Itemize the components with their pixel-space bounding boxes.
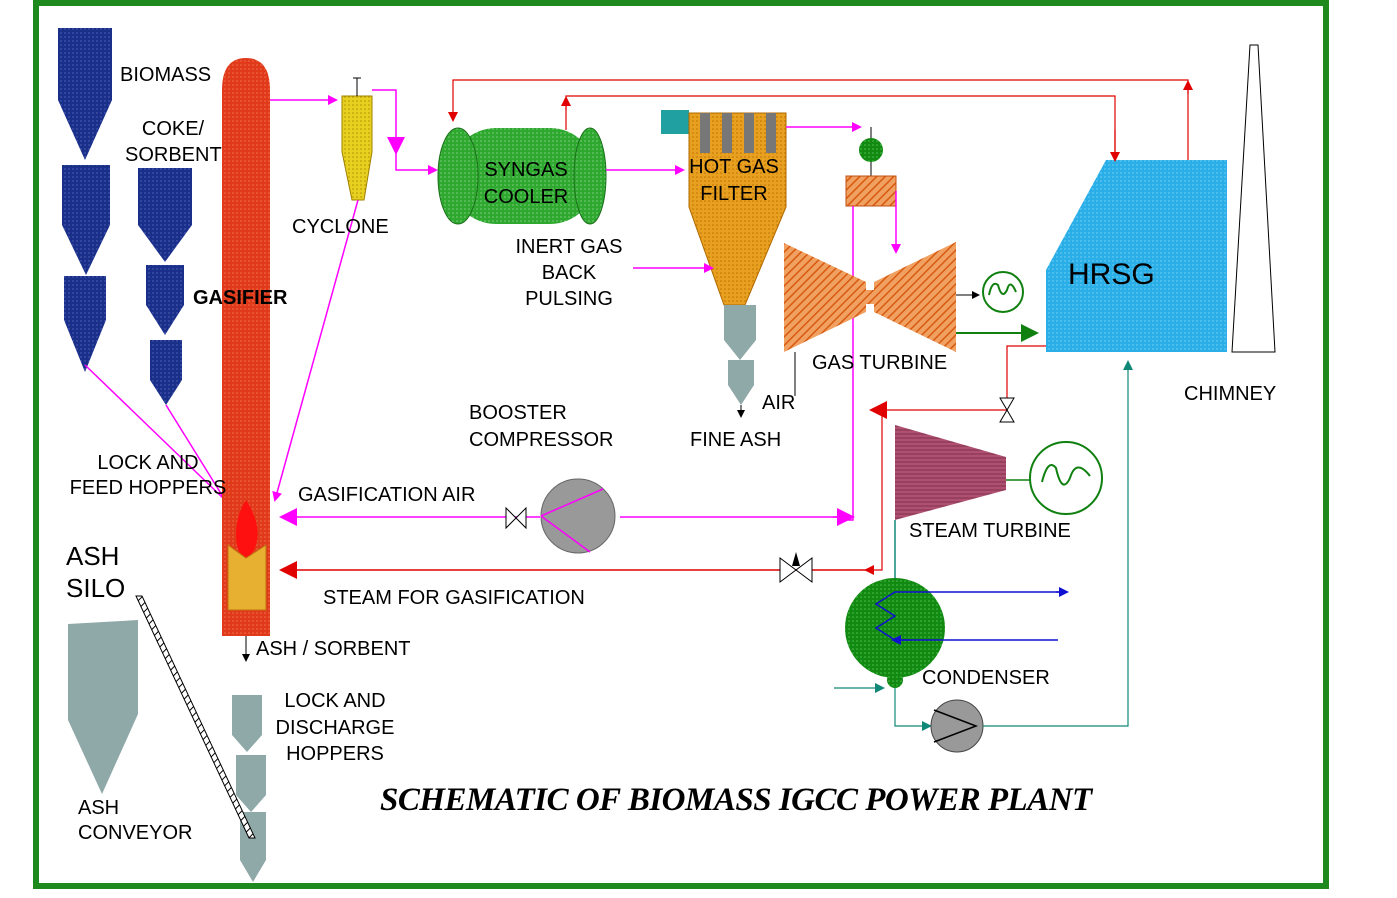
ash-conveyor-belt [135,595,256,839]
gasifier-vessel [222,58,270,636]
label-lock-discharge-3: HOPPERS [286,743,384,765]
label-lock-discharge-1: LOCK AND [284,690,386,712]
feed-line-1 [84,364,226,501]
gasifier-flame [236,500,258,560]
gasifier-bed [227,544,267,611]
hot-gas-filter [661,110,787,405]
coke-hopper-2 [146,265,184,335]
label-inert-gas-3: PULSING [525,288,613,310]
label-hrsg: HRSG [1068,258,1155,291]
label-inert-gas-2: BACK [541,262,597,284]
biomass-hopper-2 [62,165,110,275]
gas-turbine-generator [982,271,1024,313]
label-inert-gas-1: INERT GAS [515,236,623,258]
label-coke-sorbent-2: SORBENT [125,144,222,166]
steam-turbine [895,425,1006,520]
coke-hopper-3 [150,340,182,405]
label-lock-feed-1: LOCK AND [97,452,199,474]
diagram-title: SCHEMATIC OF BIOMASS IGCC POWER PLANT [380,782,1092,818]
label-chimney: CHIMNEY [1184,383,1277,405]
label-coke-sorbent-1: COKE/ [141,118,205,140]
label-cyclone: CYCLONE [292,216,389,238]
label-ash-conveyor-1: ASH [78,797,120,819]
gas-turbine [784,242,956,352]
condenser [845,578,945,678]
label-gasification-air: GASIFICATION AIR [298,484,476,506]
steam-turbine-generator [1029,441,1103,515]
coke-hopper [138,168,192,262]
booster-compressor [540,478,616,554]
chimney [1231,44,1276,353]
coke-sorbent-hopper-group [138,168,192,405]
air-valve [505,506,527,530]
label-ash-sorbent: ASH / SORBENT [256,638,411,660]
hrsg [1046,160,1227,352]
label-lock-discharge-2: DISCHARGE [275,717,395,739]
label-ash-silo-1: ASH [66,541,120,571]
label-syngas-cooler-2: COOLER [483,186,569,208]
combustor [845,175,897,207]
label-ash-conveyor-2: CONVEYOR [78,822,193,844]
label-booster-2: COMPRESSOR [469,429,614,451]
steam-valve-1 [999,397,1015,423]
steam-valve-2 [779,557,813,583]
label-fine-ash: FINE ASH [690,429,782,451]
syngas-cooler [437,127,607,225]
biomass-hopper [58,28,112,160]
ash-silo [68,620,138,794]
label-lock-feed-2: FEED HOPPERS [69,477,227,499]
combustor-sphere [859,138,883,162]
label-hot-gas-filter-2: FILTER [700,183,768,205]
label-syngas-cooler-1: SYNGAS [484,159,568,181]
label-gas-turbine: GAS TURBINE [812,352,948,374]
label-gasifier: GASIFIER [193,287,288,309]
feed-line-2 [165,404,226,501]
label-air: AIR [762,392,796,414]
cyclone [341,77,373,201]
label-biomass: BIOMASS [120,64,212,86]
biomass-hopper-3 [64,276,106,372]
biomass-hopper-group [58,28,112,372]
label-steam-turbine: STEAM TURBINE [909,520,1071,542]
label-condenser: CONDENSER [922,667,1050,689]
label-ash-silo-2: SILO [66,573,126,603]
label-booster-1: BOOSTER [469,402,567,424]
label-steam-for-gasification: STEAM FOR GASIFICATION [323,587,585,609]
label-hot-gas-filter-1: HOT GAS [689,156,779,178]
